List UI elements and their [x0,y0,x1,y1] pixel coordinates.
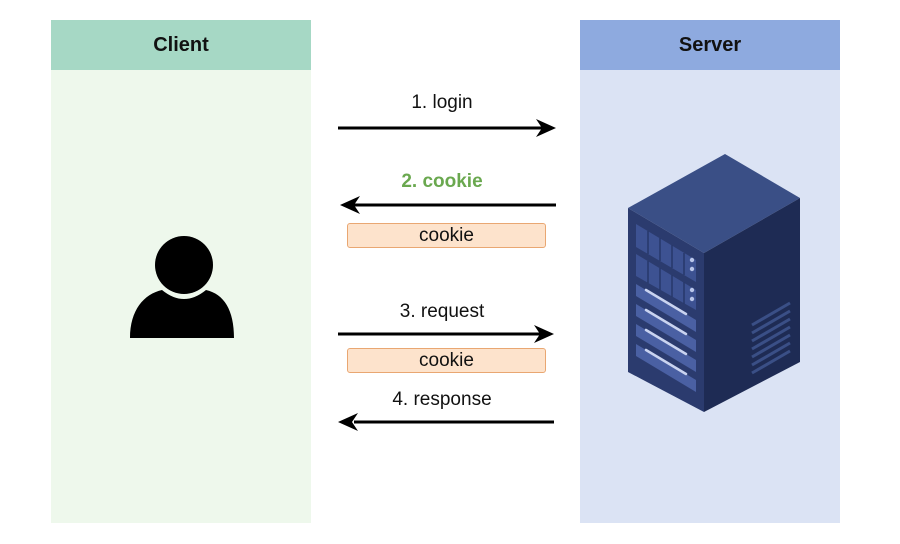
client-header: Client [51,20,311,70]
request-cookie-token: cookie [347,348,546,373]
cookie-token: cookie [347,223,546,248]
server-rack-icon [628,154,800,412]
cookie-arrow [340,196,556,214]
server-header: Server [580,20,840,70]
client-title: Client [153,33,209,56]
login-arrow [338,119,556,137]
cookie-token-label: cookie [419,224,474,246]
server-title: Server [678,33,742,56]
client-lane: Client [51,20,311,523]
login-label: 1. login [411,92,473,113]
user-icon [130,236,234,338]
request-label: 3. request [399,301,485,322]
cookie-label: 2. cookie [401,171,483,192]
response-arrow [338,413,554,431]
response-label: 4. response [392,389,492,410]
request-arrow [338,325,554,343]
request-cookie-token-label: cookie [419,349,474,371]
